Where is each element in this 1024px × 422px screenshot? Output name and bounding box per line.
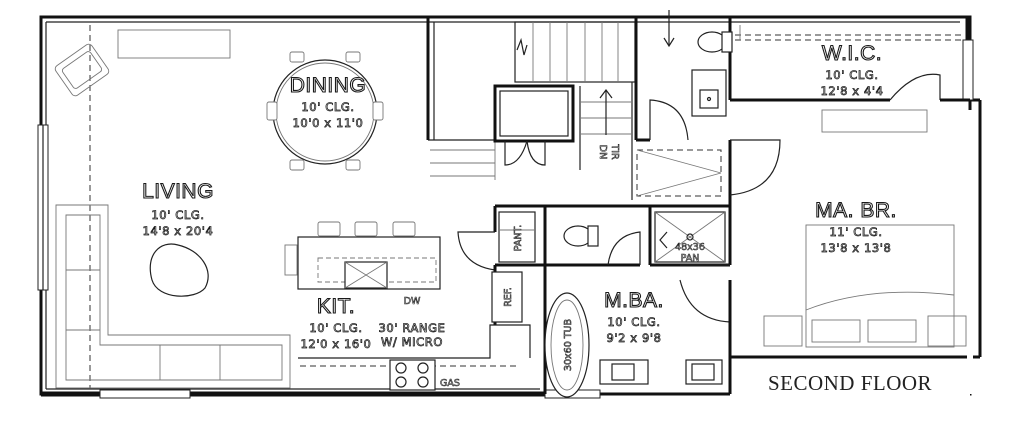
kitchen-fixtures: [284, 211, 536, 391]
kitchen-ceiling: 10' CLG.: [309, 321, 362, 335]
dining-ceiling: 10' CLG.: [301, 100, 354, 114]
living-name: LIVING: [142, 180, 214, 203]
floor-title: SECOND FLOOR: [768, 371, 932, 395]
attic-access: [636, 149, 722, 197]
shower-pan-label: PAN: [681, 253, 700, 264]
stair-down-label: DN: [597, 145, 608, 159]
wic-name: W.I.C.: [822, 42, 882, 65]
living-size: 14'8 x 20'4: [143, 224, 214, 238]
bed: [763, 109, 967, 348]
dining-name: DINING: [290, 74, 367, 97]
micro-label: W/ MICRO: [381, 335, 443, 349]
master-bath-fixtures: [544, 211, 726, 398]
tub-label: 30x60 TUB: [563, 319, 574, 371]
living-furniture: [54, 25, 291, 389]
master-bath-ceiling: 10' CLG.: [607, 315, 660, 329]
room-labels: DINING 10' CLG. 10'0 x 11'0 LIVING 10' C…: [142, 41, 897, 351]
ref-label: REF.: [503, 287, 514, 307]
pantry-label: PANT.: [513, 225, 524, 251]
shower-size-label: 48x36: [675, 242, 705, 253]
master-bedroom-name: MA. BR.: [815, 199, 897, 222]
living-ceiling: 10' CLG.: [151, 208, 204, 222]
hall-bath-fixtures: [663, 10, 733, 117]
master-bath-size: 9'2 x 9'8: [606, 331, 661, 345]
master-bath-name: M.BA.: [604, 289, 664, 312]
gas-label: GAS: [440, 378, 460, 389]
dining-table: [266, 51, 384, 171]
stairs: [427, 21, 636, 200]
stair-tir-label: TIR: [609, 143, 620, 160]
master-bedroom-ceiling: 11' CLG.: [829, 225, 882, 239]
master-bedroom-size: 13'8 x 13'8: [821, 241, 892, 255]
kitchen-size: 12'0 x 16'0: [301, 337, 372, 351]
fixture-labels: 30' RANGE W/ MICRO DW GAS REF. PANT. 30x…: [378, 143, 705, 389]
wic-ceiling: 10' CLG.: [825, 68, 878, 82]
range-label: 30' RANGE: [378, 321, 445, 335]
kitchen-name: KIT.: [317, 295, 355, 318]
exterior-walls: [39, 15, 982, 397]
wic-size: 12'8 x 4'4: [820, 84, 883, 98]
wic-shelving: [735, 25, 962, 41]
dining-size: 10'0 x 11'0: [293, 116, 364, 130]
dishwasher-label: DW: [404, 296, 421, 307]
